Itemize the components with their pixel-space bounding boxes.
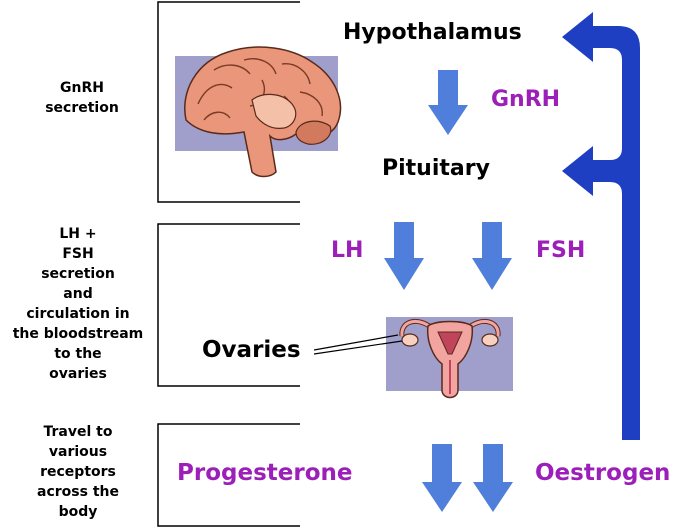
ovaries-pointer-line-lower: [313, 340, 403, 355]
side-label-line: various: [48, 444, 108, 460]
side-label-line: secretion: [45, 100, 119, 116]
brain-image: [175, 46, 342, 178]
arrow-lh: [384, 222, 424, 290]
label-ovaries: Ovaries: [202, 337, 301, 363]
ovary-left-icon: [401, 333, 419, 347]
label-gnrh: GnRH: [491, 87, 561, 112]
side-label-line: LH +: [59, 226, 97, 242]
label-pituitary: Pituitary: [382, 156, 490, 181]
side-label-line: ovaries: [49, 366, 107, 382]
label-progesterone: Progesterone: [177, 460, 353, 486]
brainstem-icon: [251, 93, 297, 129]
side-label-line: secretion: [41, 266, 115, 282]
ovary-right-icon: [481, 333, 499, 347]
cerebellum-icon: [295, 120, 332, 145]
side-label-line: and: [63, 286, 93, 302]
side-label-line: receptors: [40, 464, 116, 480]
uterus-image: [386, 317, 513, 399]
ovaries-pointer-line-upper: [313, 334, 399, 351]
side-label-gnrh-secretion: GnRH secretion: [12, 78, 152, 118]
side-label-line: the bloodstream: [12, 326, 144, 342]
arrow-fsh: [472, 222, 512, 290]
feedback-arrow-shaft-top: [622, 60, 640, 160]
label-oestrogen: Oestrogen: [535, 460, 671, 486]
feedback-arrow-inner: [562, 146, 622, 196]
bracket-lh-fsh-section: [157, 223, 300, 387]
uterus-icon: [426, 320, 474, 399]
bracket-travel-section: [157, 423, 300, 527]
bracket-gnrh-section: [157, 1, 300, 203]
side-label-line: circulation in: [26, 306, 130, 322]
side-label-line: across the: [37, 484, 119, 500]
label-fsh: FSH: [536, 238, 586, 263]
arrow-hypothalamus-to-pituitary: [428, 70, 468, 135]
label-lh: LH: [331, 238, 364, 263]
side-label-lh-fsh-secretion: LH + FSH secretion and circulation in th…: [8, 224, 148, 384]
side-label-line: Travel to: [43, 424, 113, 440]
label-hypothalamus: Hypothalamus: [343, 20, 522, 45]
side-label-line: FSH: [62, 246, 94, 262]
arrow-oestrogen: [473, 444, 513, 512]
side-label-line: GnRH: [60, 80, 104, 96]
side-label-line: body: [58, 504, 98, 520]
side-label-travel: Travel to various receptors across the b…: [8, 422, 148, 522]
feedback-arrow-outer: [562, 12, 640, 440]
uterine-cavity-icon: [437, 331, 463, 355]
arrow-progesterone: [422, 444, 462, 512]
side-label-line: to the: [54, 346, 102, 362]
